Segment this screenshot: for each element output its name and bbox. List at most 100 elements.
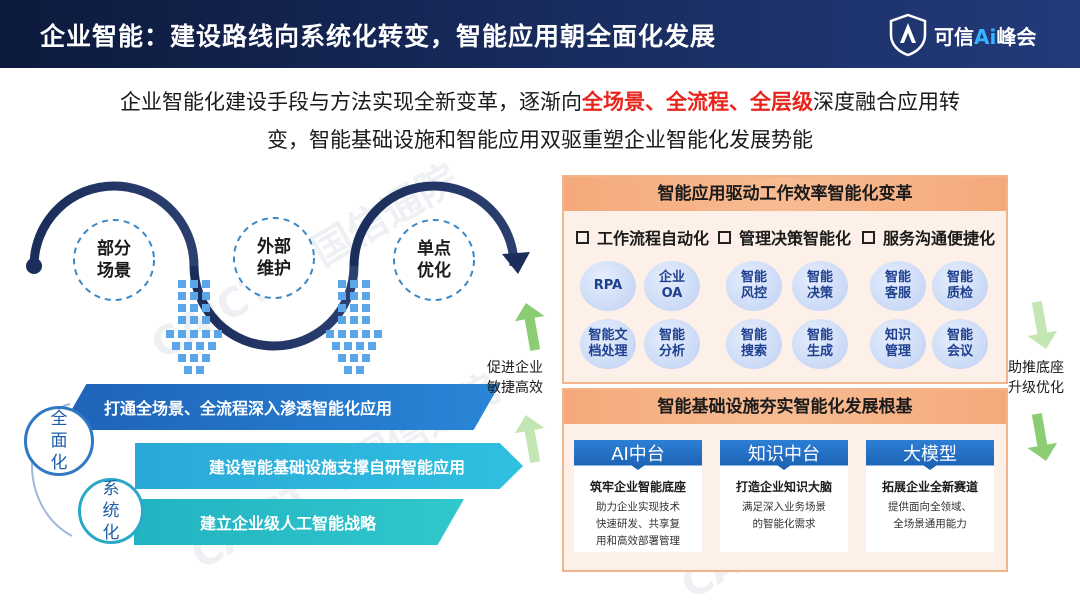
bubble-line: 档处理	[588, 344, 628, 359]
category-workflow: 工作流程自动化	[576, 225, 709, 249]
desc-line: 全场景通用能力	[893, 518, 967, 530]
bubble-line: 智能	[884, 270, 911, 285]
stage-label-line: 部分	[97, 239, 131, 259]
stage-partial-scenario: 部分 场景	[79, 238, 149, 282]
bubble-analysis: 智能分析	[644, 319, 700, 369]
bubble-line: 分析	[658, 344, 685, 359]
stage-label-line: 场景	[97, 261, 131, 281]
desc-line: 快速研发、共享复	[596, 518, 680, 530]
bubble-customer-service: 智能客服	[870, 261, 926, 311]
arc-arrowhead	[502, 252, 530, 274]
system-circle-badge: 系 统 化	[78, 478, 144, 544]
intelligent-apps-panel: 智能应用驱动工作效率智能化变革 工作流程自动化 管理决策智能化 服务沟通便捷化 …	[562, 175, 1008, 384]
brand-suffix: 峰会	[996, 25, 1037, 49]
note-line: 促进企业	[487, 360, 543, 376]
note-line: 升级优化	[1008, 380, 1064, 396]
bubble-line: OA	[661, 286, 683, 301]
down-arrow-icon	[1027, 412, 1058, 461]
card-ai-platform: AI中台 筑牢企业智能底座 助力企业实现技术 快速研发、共享复 用和高效部署管理	[574, 440, 702, 552]
card-title: AI中台	[574, 440, 702, 470]
page-title: 企业智能：建设路线向系统化转变，智能应用朝全面化发展	[40, 22, 717, 51]
down-arrow-icon	[1027, 300, 1058, 349]
bubble-rpa: RPA	[580, 261, 636, 311]
bubble-line: 智能	[806, 328, 833, 343]
category-label: 管理决策智能化	[739, 229, 852, 248]
panel-title: 智能应用驱动工作效率智能化变革	[564, 177, 1006, 211]
ribbon-text: 建立企业级人工智能战略	[200, 514, 377, 533]
stage-label-line: 维护	[257, 259, 291, 279]
stage-single-point: 单点 优化	[399, 238, 469, 282]
bubble-risk-control: 智能风控	[726, 261, 782, 311]
note-agile: 促进企业 敏捷高效	[487, 358, 543, 398]
stage-label-line: 优化	[417, 261, 451, 281]
intro-line-2: 变，智能基础设施和智能应用双驱重塑企业智能化发展势能	[267, 128, 813, 152]
ribbon-full-scenario: 打通全场景、全流程深入渗透智能化应用	[60, 384, 500, 430]
infrastructure-panel: 智能基础设施夯实智能化发展根基 AI中台 筑牢企业智能底座 助力企业实现技术 快…	[562, 388, 1008, 572]
down-arrow-icon	[326, 280, 382, 374]
desc-line: 的智能化需求	[752, 518, 816, 530]
intro-text-a: 企业智能化建设手段与方法实现全新变革，逐渐向	[120, 90, 582, 114]
brand-prefix: 可信	[934, 25, 974, 49]
checkbox-icon	[576, 231, 589, 244]
card-description: 满足深入业务场景 的智能化需求	[720, 499, 848, 533]
bubble-line: 生成	[806, 344, 833, 359]
bubble-line: 知识	[884, 328, 911, 343]
evolution-arcs	[26, 181, 530, 351]
bubble-line: RPA	[593, 278, 623, 293]
bubble-line: 质检	[946, 286, 973, 301]
desc-line: 提供面向全领域、	[888, 501, 972, 513]
card-subtitle: 打造企业知识大脑	[735, 480, 832, 494]
intro-text-b: 深度融合应用转	[813, 90, 960, 114]
bubble-line: 智能文	[588, 328, 628, 343]
brand-name: 可信Ai峰会	[934, 21, 1036, 50]
bubble-knowledge-management: 知识管理	[870, 319, 926, 369]
category-management: 管理决策智能化	[718, 225, 851, 249]
bubble-decision: 智能决策	[792, 261, 848, 311]
bubble-line: 会议	[946, 344, 973, 359]
badge-char: 化	[102, 523, 120, 543]
stage-external-maintenance: 外部 维护	[239, 236, 309, 280]
category-service: 服务沟通便捷化	[862, 225, 995, 249]
bubble-line: 智能	[740, 270, 767, 285]
stage-label-line: 单点	[417, 239, 451, 259]
up-arrow-icon	[514, 303, 545, 352]
bubble-quality-inspection: 智能质检	[932, 261, 988, 311]
card-description: 助力企业实现技术 快速研发、共享复 用和高效部署管理	[574, 499, 702, 550]
desc-line: 满足深入业务场景	[742, 501, 826, 513]
intro-line-1: 企业智能化建设手段与方法实现全新变革，逐渐向全场景、全流程、全层级深度融合应用转	[60, 86, 1020, 116]
category-label: 工作流程自动化	[597, 229, 710, 248]
ribbon-infrastructure: 建设智能基础设施支撑自研智能应用	[135, 443, 523, 489]
card-subtitle: 筑牢企业智能底座	[589, 480, 686, 494]
badge-char: 化	[50, 453, 68, 473]
card-subtitle: 拓展企业全新赛道	[881, 480, 978, 494]
header-bar: 企业智能：建设路线向系统化转变，智能应用朝全面化发展 可信Ai峰会	[0, 0, 1080, 68]
card-description: 提供面向全领域、 全场景通用能力	[866, 499, 994, 533]
ribbon-text: 打通全场景、全流程深入渗透智能化应用	[104, 399, 393, 418]
brand-ai: Ai	[974, 25, 997, 49]
badge-char: 统	[102, 501, 120, 521]
card-large-model: 大模型 拓展企业全新赛道 提供面向全领域、 全场景通用能力	[866, 440, 994, 552]
bubble-line: 智能	[740, 328, 767, 343]
shield-logo-icon	[889, 13, 927, 57]
card-knowledge-platform: 知识中台 打造企业知识大脑 满足深入业务场景 的智能化需求	[720, 440, 848, 552]
ribbon-ai-strategy: 建立企业级人工智能战略	[134, 499, 464, 545]
bubble-line: 智能	[806, 270, 833, 285]
note-upgrade: 助推底座 升级优化	[1008, 358, 1064, 398]
card-title: 知识中台	[720, 440, 848, 470]
intro-highlight: 全场景、全流程、全层级	[582, 90, 813, 114]
bubble-line: 决策	[806, 286, 833, 301]
note-line: 敏捷高效	[487, 380, 543, 396]
panel-title: 智能基础设施夯实智能化发展根基	[564, 390, 1006, 424]
card-title: 大模型	[866, 440, 994, 470]
full-circle-badge: 全 面 化	[24, 406, 94, 476]
badge-char: 系	[102, 479, 120, 499]
note-line: 助推底座	[1008, 360, 1064, 376]
bubble-line: 智能	[946, 328, 973, 343]
checkbox-icon	[862, 231, 875, 244]
bubble-search: 智能搜索	[726, 319, 782, 369]
bubble-generation: 智能生成	[792, 319, 848, 369]
bubble-line: 客服	[884, 286, 911, 301]
bubble-document-processing: 智能文档处理	[580, 319, 636, 369]
checkbox-icon	[718, 231, 731, 244]
ribbon-text: 建设智能基础设施支撑自研智能应用	[209, 458, 466, 477]
